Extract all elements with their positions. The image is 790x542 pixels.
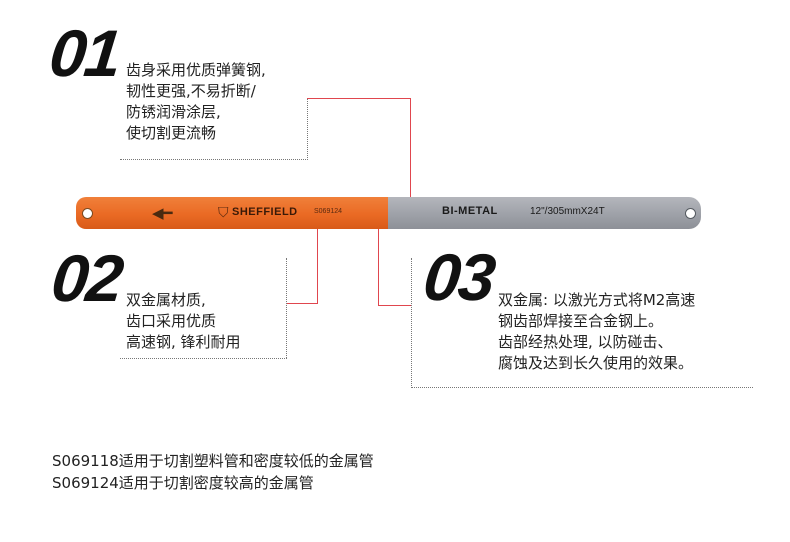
section-01-line: 齿身采用优质弹簧钢,: [126, 61, 266, 79]
blade-type: BI-METAL: [442, 205, 498, 217]
blade-brand: SHEFFIELD: [232, 206, 298, 218]
callout-02-dotted-horizontal: [120, 358, 287, 359]
blade-grey-section: BI-METAL 12"/305mmX24T: [388, 197, 701, 229]
section-02-line: 双金属材质,: [126, 291, 206, 309]
section-01-line: 防锈润滑涂层,: [126, 103, 221, 121]
blade-right-hole: [685, 208, 696, 219]
callout-03-dotted-vertical: [411, 258, 412, 388]
footer-usage-line-1: S069118适用于切割塑料管和密度较低的金属管: [52, 452, 374, 470]
callout-02-red-horizontal: [286, 303, 318, 304]
section-02-line: 高速钢, 锋利耐用: [126, 333, 241, 351]
section-number-02: 02: [48, 241, 126, 315]
blade-code: S069124: [314, 208, 343, 215]
blade-orange-section: ◀━ ⛉ SHEFFIELD S069124: [76, 197, 388, 229]
section-number-01: 01: [46, 16, 124, 90]
callout-03-dotted-horizontal: [411, 387, 753, 388]
section-03-line: 双金属: 以激光方式将M2高速: [498, 291, 696, 309]
section-01-line: 使切割更流畅: [126, 124, 217, 142]
section-number-03: 03: [420, 240, 498, 314]
blade-size: 12"/305mmX24T: [530, 206, 605, 217]
section-02-description: 双金属材质, 齿口采用优质 高速钢, 锋利耐用: [126, 290, 241, 353]
shield-icon: ⛉: [218, 204, 229, 220]
hacksaw-blade: ◀━ ⛉ SHEFFIELD S069124 BI-METAL 12"/305m…: [76, 197, 701, 229]
callout-01-dotted-horizontal: [120, 159, 308, 160]
callout-03-red-horizontal: [378, 305, 412, 306]
callout-01-dotted-vertical: [307, 98, 308, 160]
callout-02-dotted-vertical: [286, 258, 287, 358]
callout-03-red-vertical: [378, 229, 379, 305]
section-01-description: 齿身采用优质弹簧钢, 韧性更强,不易折断/ 防锈润滑涂层, 使切割更流畅: [126, 60, 266, 144]
blade-left-hole: [82, 208, 93, 219]
section-03-line: 腐蚀及达到长久使用的效果。: [498, 354, 694, 372]
section-03-line: 钢齿部焊接至合金钢上。: [498, 312, 664, 330]
callout-01-red-horizontal: [307, 98, 410, 99]
section-02-line: 齿口采用优质: [126, 312, 217, 330]
section-03-description: 双金属: 以激光方式将M2高速 钢齿部焊接至合金钢上。 齿部经热处理, 以防碰击…: [498, 290, 695, 374]
arrow-left-icon: ◀━: [152, 205, 173, 222]
callout-02-red-vertical: [317, 229, 318, 303]
footer-usage-line-2: S069124适用于切割密度较高的金属管: [52, 474, 314, 492]
section-03-line: 齿部经热处理, 以防碰击、: [498, 333, 673, 351]
section-01-line: 韧性更强,不易折断/: [126, 82, 256, 100]
callout-01-red-vertical: [410, 98, 411, 197]
